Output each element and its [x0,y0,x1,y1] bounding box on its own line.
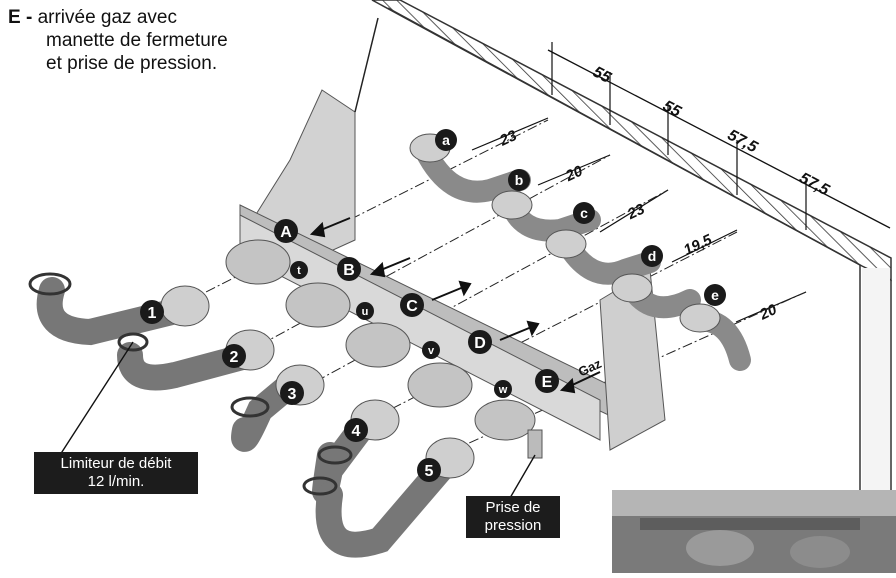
caption-line-2: manette de fermeture [46,30,228,51]
manifold-letter-D: D [474,335,486,352]
manifold [225,214,601,459]
valve-letter-w: w [498,384,508,396]
leader-line-flow-limiter [59,341,134,456]
connection-number-2: 2 [230,349,239,366]
leader-line-pressure-tap [509,454,536,499]
photo-inset [612,490,896,573]
caption-gas-inlet: E - arrivée gaz avec manette de fermetur… [8,6,228,75]
connection-pipes [28,272,475,558]
dim-side-d: 19,5 [681,231,715,259]
connection-number-badges [140,300,441,482]
pressure-tap-label: Prise de pression [466,496,560,538]
connection-number-1: 1 [148,305,157,322]
dim-side-c: 23 [624,200,648,223]
valve-letter-t: t [297,265,301,277]
pipe-letter-d: d [648,248,657,264]
valve-letter-v: v [428,345,435,357]
leader-line-wall [354,17,379,113]
caption-letter: E - [8,7,33,28]
pipe-letter-c: c [580,205,588,221]
manifold-letter-badges [274,219,559,393]
dim-top-2: 55 [660,97,685,121]
dim-side-b: 20 [562,162,586,185]
flow-limiter-label: Limiteur de débit 12 l/min. [34,452,198,494]
flow-limiter-line-1: Limiteur de débit [60,455,172,472]
caption-line-3: et prise de pression. [46,53,218,74]
pipe-letter-a: a [442,132,450,148]
manifold-letter-A: A [280,224,292,241]
caption-line-1: arrivée gaz avec [37,7,177,28]
wall-pipes [409,133,751,371]
dimension-line-top [547,42,891,230]
valve-letter-badges [290,261,512,398]
manifold-letter-E: E [542,374,553,391]
flow-limiter-line-2: 12 l/min. [87,473,145,490]
flow-arrows [309,217,601,394]
manifold-letter-C: C [406,298,418,315]
pipe-letter-badges [435,129,726,306]
pipe-letter-b: b [515,172,524,188]
valve-letter-u: u [362,306,369,318]
manifold-letter-B: B [343,262,355,279]
dim-side-a: 23 [496,127,520,150]
dimension-lines-side [471,117,807,323]
pipe-letter-e: e [711,287,719,303]
pressure-tap-line-1: Prise de [485,499,541,516]
pressure-tap-line-2: pression [484,517,542,534]
connection-number-3: 3 [288,386,297,403]
dim-top-3: 57,5 [725,127,761,157]
connection-number-5: 5 [425,463,434,480]
dim-top-1: 55 [590,63,615,87]
connection-number-4: 4 [352,423,361,440]
